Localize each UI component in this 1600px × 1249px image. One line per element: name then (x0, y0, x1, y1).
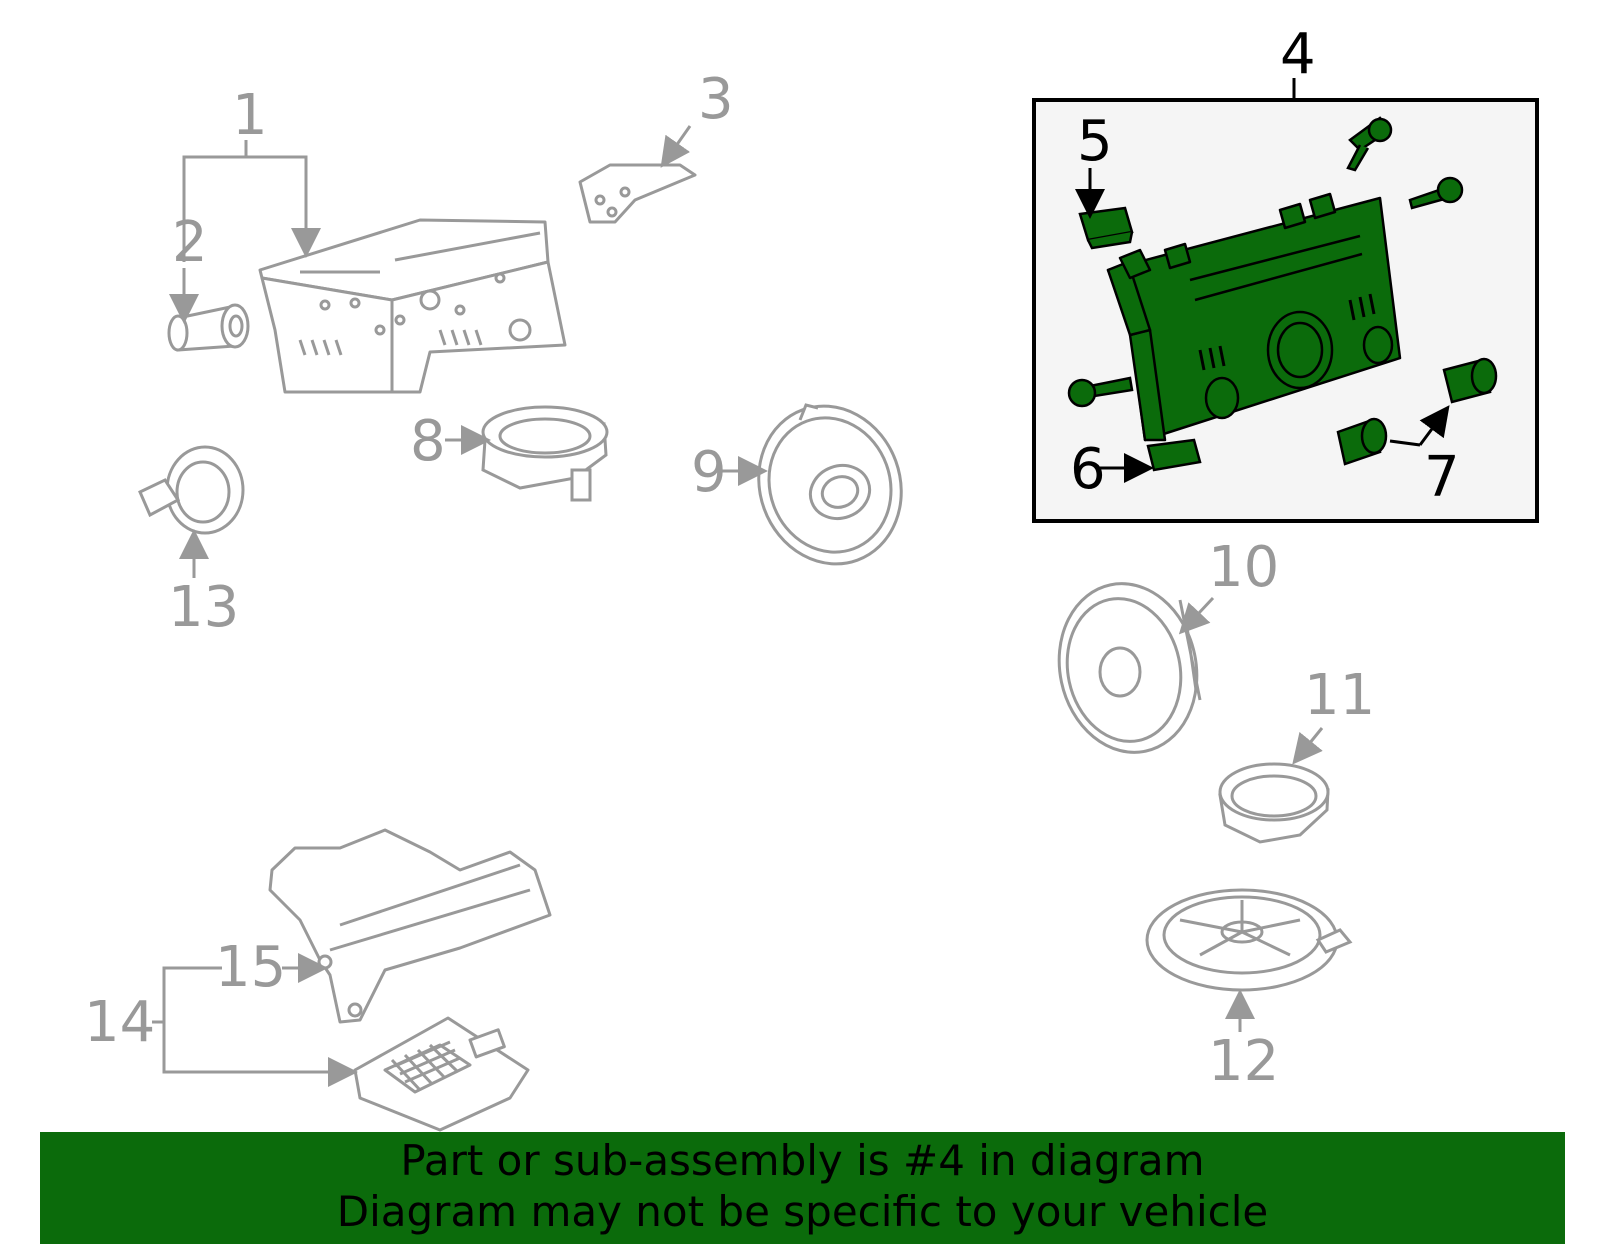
part-9-speaker (757, 403, 903, 566)
leader-1 (182, 140, 321, 262)
callout-9: 9 (691, 440, 727, 505)
callout-7: 7 (1424, 445, 1460, 510)
leader-7 (1389, 410, 1446, 447)
info-banner: Part or sub-assembly is #4 in diagram Di… (40, 1132, 1565, 1244)
callout-10: 10 (1208, 535, 1280, 600)
part-11-speaker (1218, 762, 1330, 844)
part-14-module (353, 1016, 530, 1132)
callout-4: 4 (1280, 22, 1316, 87)
part-8-tweeter (481, 405, 609, 502)
banner-line-2: Diagram may not be specific to your vehi… (336, 1187, 1269, 1236)
callout-14: 14 (84, 990, 156, 1055)
leader-10 (1178, 596, 1215, 635)
leader-11 (1292, 727, 1324, 765)
callout-15: 15 (215, 935, 287, 1000)
part-13-socket (138, 445, 245, 535)
callout-12: 12 (1208, 1029, 1280, 1094)
callout-2: 2 (172, 210, 208, 275)
part-15-amp-bracket (268, 828, 552, 1024)
part-12-woofer (1145, 888, 1353, 992)
part-3-bracket (578, 163, 697, 224)
callout-13: 13 (168, 575, 240, 640)
part-1-audio-unit (258, 218, 567, 394)
part-4-control-panel (1106, 192, 1402, 442)
callout-3: 3 (698, 67, 734, 132)
callout-5: 5 (1077, 109, 1113, 174)
leader-3 (660, 125, 692, 168)
callout-11: 11 (1304, 663, 1376, 728)
callout-1: 1 (232, 83, 268, 148)
callout-8: 8 (410, 409, 446, 474)
part-4-screws (1067, 116, 1464, 408)
callout-6: 6 (1070, 437, 1106, 502)
part-5-clip (1078, 206, 1134, 250)
part-2-knob (167, 303, 250, 352)
part-10-speaker (1057, 582, 1202, 754)
leader-14 (152, 966, 358, 1087)
banner-line-1: Part or sub-assembly is #4 in diagram (400, 1136, 1205, 1185)
